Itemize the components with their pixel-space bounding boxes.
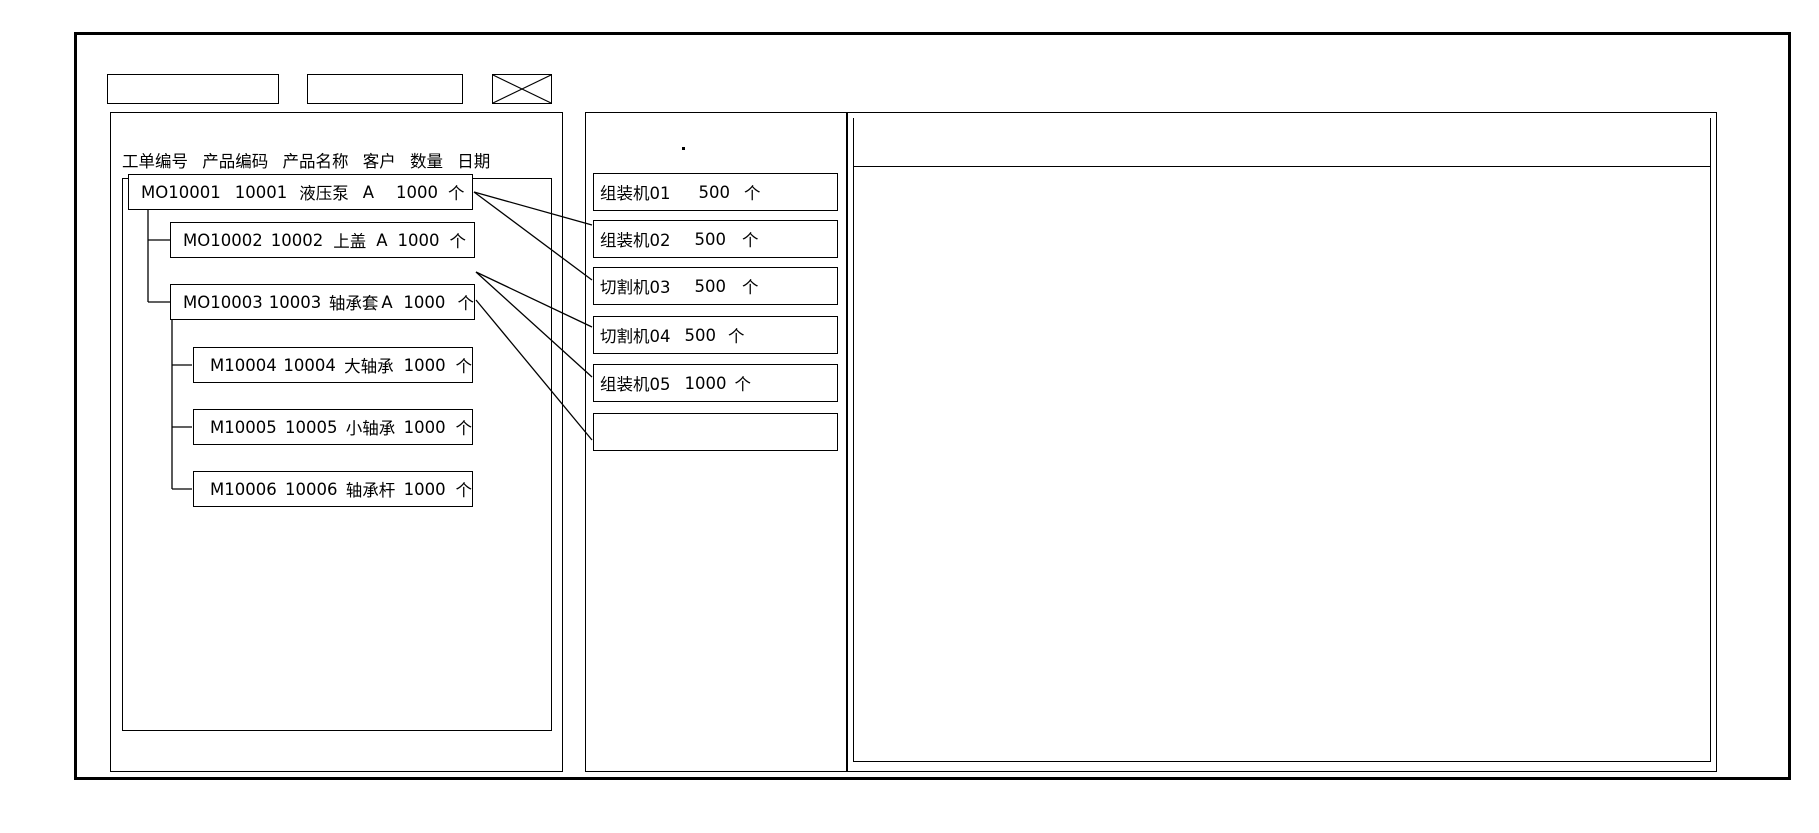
row-product-code: 10004: [283, 355, 336, 375]
row-order-no: M10004: [210, 355, 277, 375]
toolbar: [107, 74, 577, 104]
machine-name: 组装机02: [600, 231, 671, 250]
row-qty: 1000: [403, 355, 446, 375]
toolbar-field-1[interactable]: [107, 74, 279, 104]
row-order-no: M10006: [210, 479, 277, 499]
column-header-product-code: 产品编码: [202, 152, 269, 171]
column-header-product-name: 产品名称: [282, 152, 349, 171]
tree-row-3[interactable]: M10004 10004 大轴承 1000 个: [193, 347, 473, 383]
row-unit: 个: [448, 184, 465, 203]
machine-box-3[interactable]: 切割机04 500 个: [593, 316, 838, 354]
tree-row-5[interactable]: M10006 10006 轴承杆 1000 个: [193, 471, 473, 507]
row-product-code: 10002: [270, 230, 324, 250]
row-unit: 个: [455, 419, 473, 438]
row-unit: 个: [455, 357, 473, 376]
machine-qty: 500: [698, 182, 731, 202]
detail-panel-header-divider: [853, 166, 1711, 167]
column-header-order-no: 工单编号: [122, 152, 188, 171]
work-order-column-headers: 工单编号 产品编码 产品名称 客户 数量 日期: [122, 148, 552, 171]
row-unit: 个: [455, 481, 473, 500]
column-header-customer: 客户: [362, 152, 396, 171]
column-header-qty: 数量: [410, 152, 443, 171]
row-unit: 个: [449, 232, 467, 251]
row-product-code: 10003: [268, 292, 322, 312]
row-product-code: 10005: [285, 417, 338, 437]
row-qty: 1000: [403, 292, 446, 312]
tree-row-4[interactable]: M10005 10005 小轴承 1000 个: [193, 409, 473, 445]
machine-qty: 1000: [684, 373, 727, 393]
tree-row-2[interactable]: MO10003 10003 轴承套 A 1000 个: [170, 284, 475, 320]
row-customer: A: [381, 292, 393, 312]
machine-qty: 500: [694, 229, 727, 249]
row-product-code: 10001: [234, 182, 288, 202]
row-qty: 1000: [396, 182, 439, 202]
row-qty: 1000: [403, 479, 446, 499]
machine-unit: 个: [744, 184, 761, 203]
machine-unit: 个: [728, 327, 745, 346]
crossed-box-icon[interactable]: [492, 74, 552, 104]
machine-name: 组装机01: [600, 184, 671, 203]
row-qty: 1000: [403, 417, 446, 437]
tree-row-0[interactable]: MO10001 10001 液压泵 A 1000 个: [128, 174, 473, 210]
row-product-name: 液压泵: [299, 184, 349, 203]
machine-unit: 个: [734, 375, 752, 394]
machine-unit: 个: [742, 278, 759, 297]
column-header-date: 日期: [457, 152, 491, 171]
machine-box-0[interactable]: 组装机01 500 个: [593, 173, 838, 211]
row-order-no: MO10001: [141, 182, 221, 202]
machine-qty: 500: [684, 325, 717, 345]
row-order-no: MO10002: [183, 230, 263, 250]
machine-box-1[interactable]: 组装机02 500 个: [593, 220, 838, 258]
toolbar-field-2[interactable]: [307, 74, 463, 104]
detail-panel-body[interactable]: [853, 118, 1711, 762]
row-customer: A: [362, 182, 375, 202]
row-product-name: 轴承套: [328, 294, 379, 313]
row-product-name: 上盖: [333, 232, 367, 251]
machine-box-2[interactable]: 切割机03 500 个: [593, 267, 838, 305]
row-product-name: 轴承杆: [345, 481, 396, 500]
machine-unit: 个: [742, 231, 759, 250]
work-order-tree-container: [122, 178, 552, 731]
machine-name: 切割机03: [600, 278, 671, 297]
row-qty: 1000: [397, 230, 440, 250]
machine-name: 组装机05: [600, 375, 671, 394]
row-order-no: MO10003: [183, 292, 263, 312]
row-unit: 个: [457, 294, 475, 313]
panel-marker-dot: [682, 147, 685, 150]
row-product-code: 10006: [285, 479, 338, 499]
row-customer: A: [376, 230, 388, 250]
tree-row-1[interactable]: MO10002 10002 上盖 A 1000 个: [170, 222, 475, 258]
machine-box-5[interactable]: [593, 413, 838, 451]
row-product-name: 大轴承: [344, 357, 394, 376]
row-product-name: 小轴承: [345, 419, 396, 438]
machine-box-4[interactable]: 组装机05 1000 个: [593, 364, 838, 402]
row-order-no: M10005: [210, 417, 277, 437]
machine-qty: 500: [694, 276, 727, 296]
machine-name: 切割机04: [600, 327, 671, 346]
